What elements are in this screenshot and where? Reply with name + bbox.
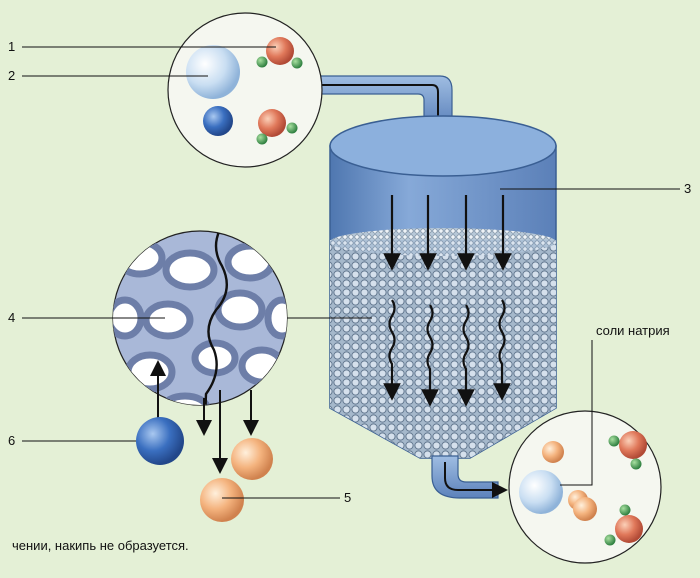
water-flow-arrows bbox=[383, 195, 512, 271]
filtration-arrows bbox=[383, 299, 511, 407]
label-5: 5 bbox=[344, 490, 352, 505]
inlet-ions-circle bbox=[167, 12, 323, 168]
label-3: 3 bbox=[684, 181, 692, 196]
caption-text: чении, накипь не образуется. bbox=[12, 538, 189, 553]
label-4: 4 bbox=[8, 310, 16, 325]
tank-top bbox=[329, 115, 557, 177]
resin-bead bbox=[142, 300, 194, 340]
label-2: 2 bbox=[8, 68, 16, 83]
label-1: 1 bbox=[8, 39, 16, 54]
resin-bed bbox=[330, 240, 556, 458]
light-blue-ion bbox=[186, 45, 240, 99]
red-green-molecule bbox=[608, 431, 647, 470]
softener-tank bbox=[329, 115, 557, 499]
blue-ion bbox=[203, 106, 233, 136]
label-6: 6 bbox=[8, 433, 16, 448]
outlet-ions-circle bbox=[508, 340, 662, 564]
sodium-ion-released bbox=[200, 478, 244, 522]
sodium-salts-label: соли натрия bbox=[596, 323, 670, 338]
red-green-molecule bbox=[256, 37, 303, 69]
ion-exchange-arrows bbox=[150, 360, 259, 474]
outlet-pipe bbox=[431, 455, 508, 499]
red-green-molecule bbox=[256, 109, 298, 145]
sodium-ion-released bbox=[231, 438, 273, 480]
leader-lines bbox=[22, 46, 680, 499]
blue-ion-captured bbox=[136, 417, 184, 465]
red-green-molecule bbox=[604, 504, 643, 546]
